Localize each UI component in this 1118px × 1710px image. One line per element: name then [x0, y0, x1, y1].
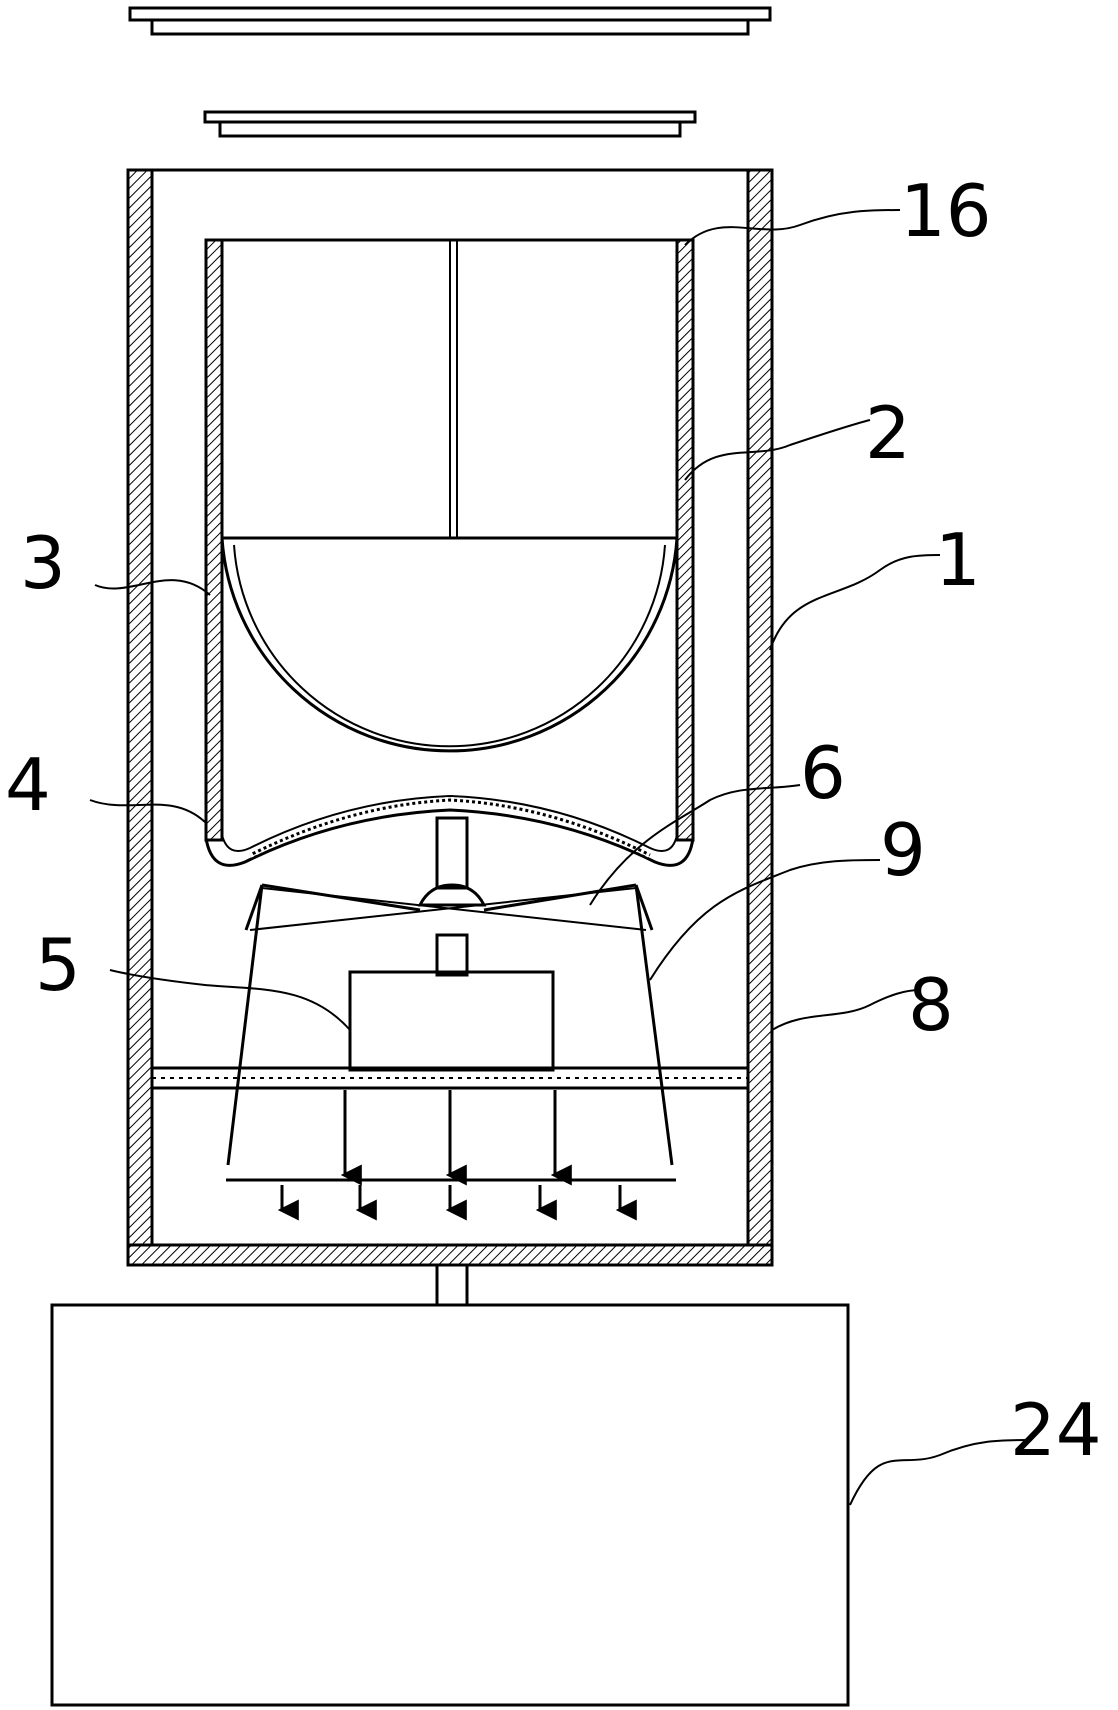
- drive-shaft: [417, 816, 487, 977]
- label-24: 24: [1010, 1388, 1102, 1472]
- inner-lid: [203, 110, 697, 138]
- connector-pipe: [435, 1263, 469, 1307]
- motor-box: [348, 970, 555, 1072]
- dome-plate: [248, 796, 652, 858]
- base-unit: [50, 1303, 850, 1707]
- label-3: 3: [20, 521, 66, 605]
- outer-housing: [126, 168, 774, 1267]
- inner-cup: [204, 238, 695, 867]
- perforated-plate: [150, 1066, 750, 1090]
- label-6: 6: [800, 731, 846, 815]
- support-frame: [226, 883, 674, 1166]
- basket: [220, 240, 679, 753]
- leader-lines: [89, 209, 1031, 1506]
- label-1: 1: [935, 518, 981, 602]
- label-16: 16: [900, 169, 992, 253]
- label-5: 5: [35, 923, 81, 1007]
- outer-lid: [128, 6, 772, 36]
- label-2: 2: [865, 391, 911, 475]
- label-9: 9: [880, 808, 926, 892]
- label-8: 8: [908, 963, 954, 1047]
- label-4: 4: [5, 743, 51, 827]
- spray-rods: [226, 1090, 676, 1221]
